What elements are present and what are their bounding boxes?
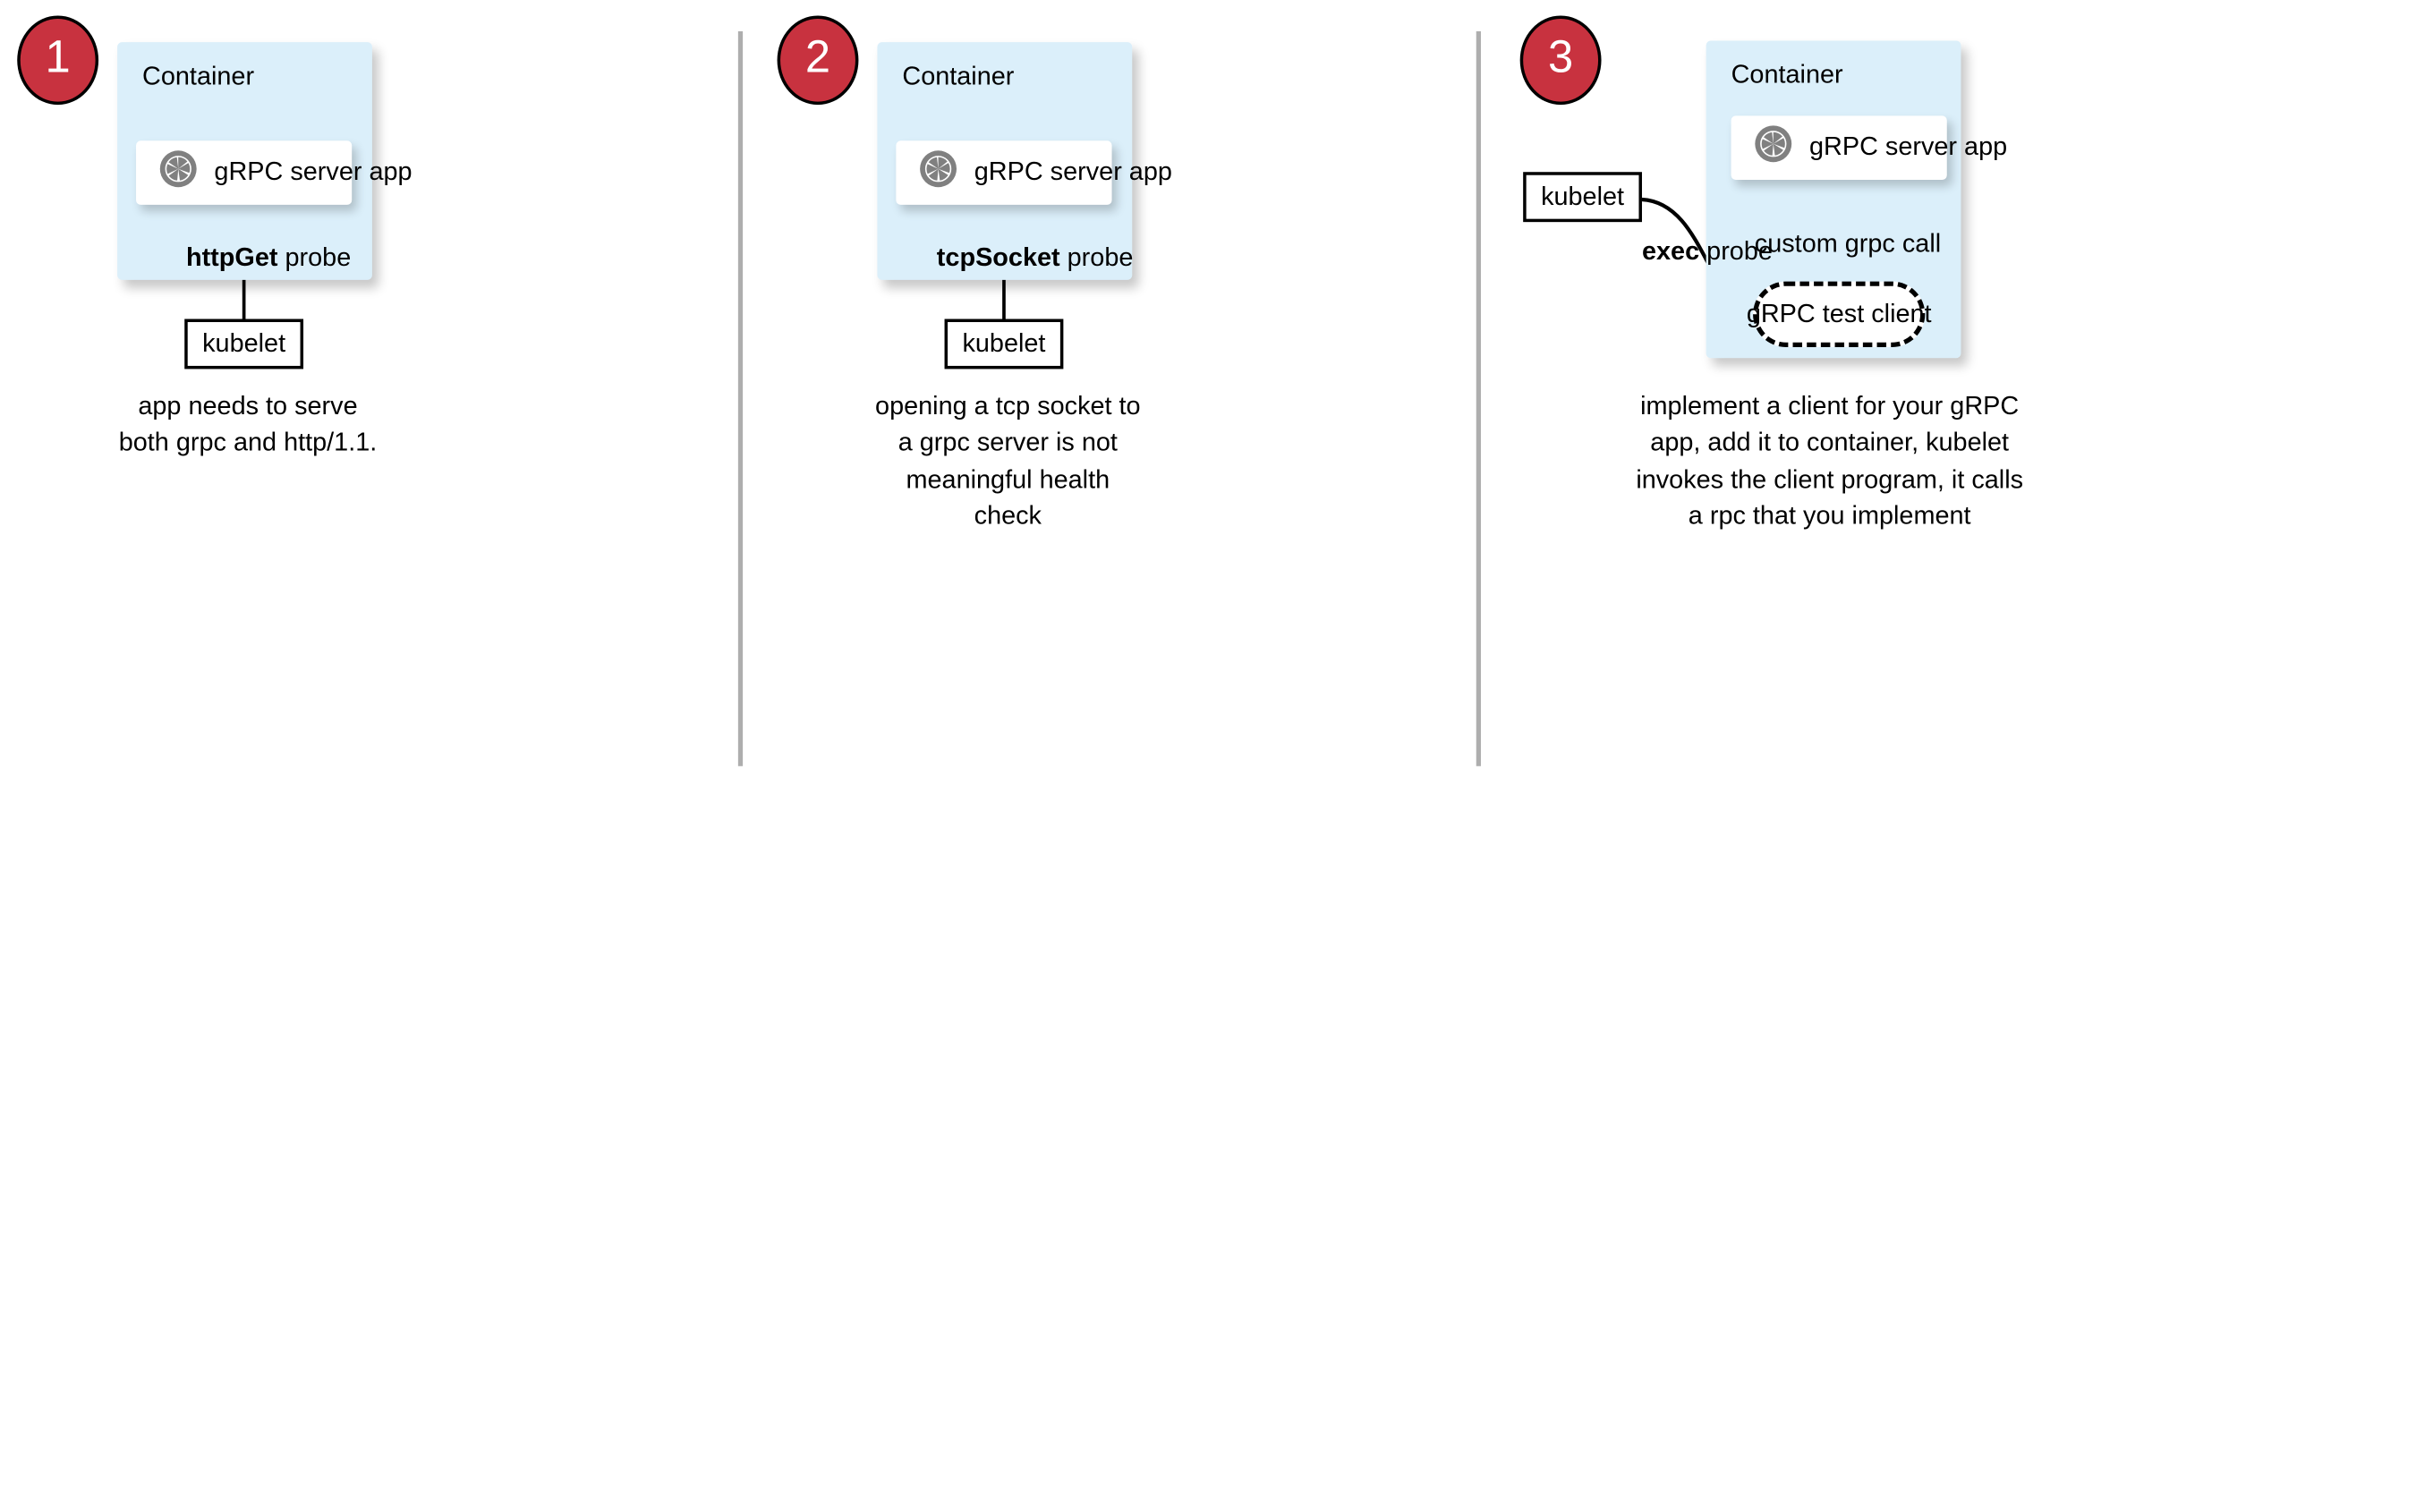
custom-grpc-call-label: custom grpc call: [1755, 230, 1941, 259]
httpget-probe-label: httpGet probe: [186, 244, 351, 274]
grpc-test-client-node: gRPC test client: [1747, 281, 1932, 347]
probe-name-rest: probe: [277, 243, 352, 273]
panel-divider-1: [737, 30, 743, 767]
panel-1: 1 Container: [0, 0, 738, 1512]
panel-3: 3 Container: [1476, 0, 2416, 1512]
kubelet-box-2: kubelet: [944, 319, 1064, 370]
grpc-aperture-icon: [918, 149, 958, 197]
kubelet-label: kubelet: [962, 328, 1046, 358]
container-label: Container: [142, 62, 255, 91]
grpc-server-app-label: gRPC server app: [214, 157, 413, 186]
container-label: Container: [1731, 61, 1843, 89]
kubelet-label: kubelet: [1541, 182, 1625, 211]
grpc-server-app-card-2: gRPC server app: [896, 140, 1172, 205]
grpc-server-app-label: gRPC server app: [1808, 132, 2008, 162]
grpc-server-app-card-3: gRPC server app: [1731, 115, 2007, 180]
step-badge-3: 3: [1519, 15, 1602, 106]
panel-2: 2 Container: [738, 0, 1476, 1512]
panel-caption-3: implement a client for your gRPC app, ad…: [1636, 392, 2024, 531]
panel-caption-2: opening a tcp socket to a grpc server is…: [875, 392, 1141, 531]
probe-name-rest: probe: [1059, 243, 1134, 273]
container-label: Container: [902, 62, 1015, 91]
step-badge-number: 2: [804, 32, 831, 83]
step-badge-number: 1: [45, 32, 71, 83]
exec-probe-label: exec probe: [1642, 238, 1773, 268]
tcpsocket-probe-label: tcpSocket probe: [937, 244, 1134, 274]
grpc-server-app-label: gRPC server app: [974, 157, 1172, 186]
panel-caption-1: app needs to serve both grpc and http/1.…: [118, 392, 378, 458]
probe-name-bold: tcpSocket: [936, 243, 1060, 273]
kubelet-box-3: kubelet: [1523, 172, 1642, 223]
grpc-test-client-label: gRPC test client: [1746, 299, 1932, 328]
step-badge-1: 1: [17, 15, 99, 106]
grpc-aperture-icon: [158, 149, 199, 197]
panel-divider-2: [1476, 30, 1481, 767]
kubelet-box-1: kubelet: [184, 319, 304, 370]
grpc-server-app-card-1: gRPC server app: [136, 140, 413, 205]
diagram-stage: 1 Container: [17, 15, 2024, 767]
step-badge-number: 3: [1547, 32, 1574, 83]
probe-name-bold: httpGet: [185, 243, 278, 273]
probe-name-bold: exec: [1641, 237, 1700, 267]
step-badge-2: 2: [777, 15, 859, 106]
grpc-aperture-icon: [1753, 123, 1793, 172]
kubelet-label: kubelet: [202, 328, 286, 358]
custom-grpc-call-text: custom grpc call: [1754, 229, 1942, 259]
probe-name-rest: probe: [1699, 237, 1773, 267]
